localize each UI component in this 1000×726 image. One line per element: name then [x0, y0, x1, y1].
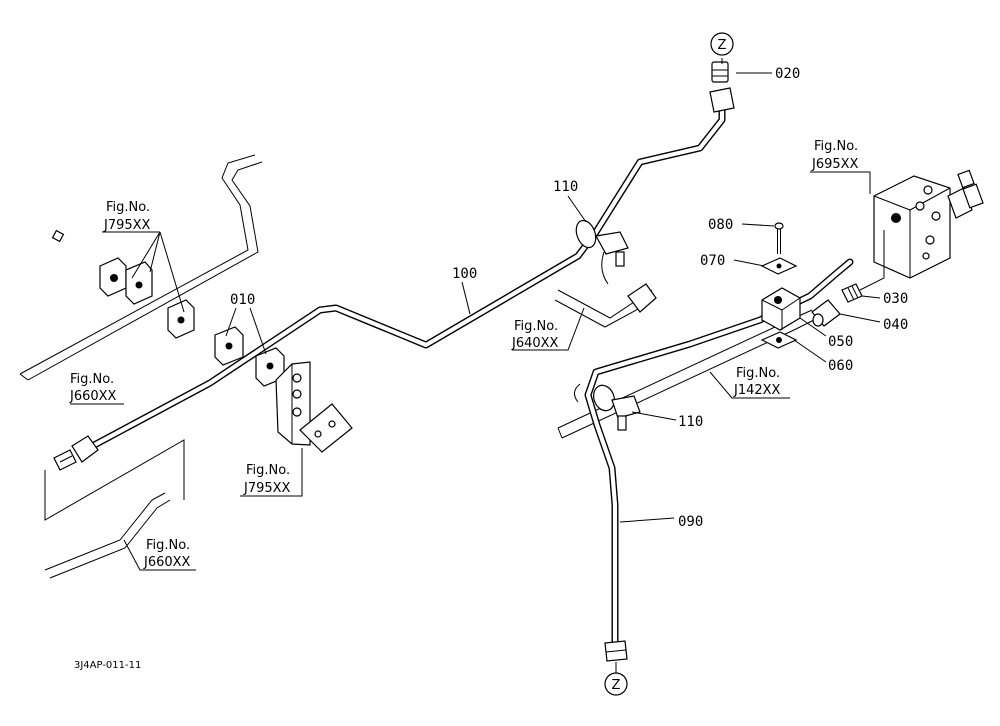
ref-j660-bottom: Fig.No. J660XX [143, 538, 191, 570]
clamp-110-upper [575, 219, 629, 285]
callout-020: 020 [775, 66, 800, 82]
ref-j660-left-code: J660XX [69, 389, 117, 404]
callout-090: 090 [678, 514, 703, 530]
drawing-code: 3J4AP-011-11 [74, 660, 141, 671]
ref-j142: Fig.No. J142XX [733, 366, 781, 398]
svg-text:Fig.No.: Fig.No. [736, 366, 780, 381]
bolt-left [51, 229, 109, 263]
plate-070 [760, 257, 798, 275]
ghost-frame-left [19, 154, 263, 381]
callout-050: 050 [828, 334, 853, 350]
ref-j695-code: J695XX [811, 157, 859, 172]
svg-text:Fig.No.: Fig.No. [814, 139, 858, 154]
figure-references: Fig.No. J795XX Fig.No. J660XX Fig.No. J7… [69, 139, 859, 570]
callouts: 010 020 030 040 050 060 070 080 090 100 … [230, 66, 908, 530]
ref-j795-top-code: J795XX [103, 218, 151, 233]
fitting-left-end [53, 435, 99, 471]
svg-text:Fig.No.: Fig.No. [106, 200, 150, 215]
ref-j640: Fig.No. J640XX [511, 319, 559, 351]
bracket-j795 [275, 361, 353, 453]
svg-text:Fig.No.: Fig.No. [514, 319, 558, 334]
pipe-090 [584, 258, 854, 649]
clamp-010-b [255, 347, 285, 387]
ref-j795-top: Fig.No. J795XX [103, 200, 151, 233]
z-top-label: Z [718, 38, 727, 53]
svg-text:Fig.No.: Fig.No. [246, 463, 290, 478]
leader-lines [44, 58, 885, 571]
z-marker-bottom: Z [604, 662, 628, 696]
callout-070: 070 [700, 253, 725, 269]
block-050 [761, 287, 801, 331]
svg-text:Fig.No.: Fig.No. [70, 372, 114, 387]
svg-text:Fig.No.: Fig.No. [146, 538, 190, 553]
clamp-010-a [214, 326, 244, 366]
fitting-bottom-nut [604, 640, 628, 662]
ghost-pipe-bottom-left [44, 492, 171, 579]
callout-110-upper: 110 [553, 179, 578, 195]
callout-010: 010 [230, 292, 255, 308]
ref-j640-code: J640XX [511, 336, 559, 351]
ref-j795-bottom-code: J795XX [243, 481, 291, 496]
plate-060 [760, 331, 798, 349]
clamp-110-lower [574, 383, 641, 431]
ref-j795-bottom: Fig.No. J795XX [243, 463, 291, 496]
callout-110-lower: 110 [678, 414, 703, 430]
fitting-040 [811, 299, 841, 327]
callout-100: 100 [452, 266, 477, 282]
z-bottom-label: Z [612, 678, 621, 693]
valve-block-j695 [873, 169, 984, 279]
callout-030: 030 [883, 291, 908, 307]
callout-040: 040 [883, 317, 908, 333]
ref-j660-left: Fig.No. J660XX [69, 372, 117, 404]
z-marker-top: Z [710, 32, 734, 56]
clamp-block-1 [99, 257, 153, 305]
callout-060: 060 [828, 358, 853, 374]
bolt-080 [774, 222, 784, 254]
fitting-j640-end [627, 283, 657, 313]
fitting-030 [841, 283, 863, 303]
ref-j142-code: J142XX [733, 383, 781, 398]
clamp-block-2 [167, 299, 195, 339]
callout-080: 080 [708, 217, 733, 233]
ref-j695: Fig.No. J695XX [811, 139, 859, 172]
fitting-020 [709, 61, 735, 113]
pipe-100 [81, 96, 726, 454]
ref-j660-bottom-code: J660XX [143, 555, 191, 570]
